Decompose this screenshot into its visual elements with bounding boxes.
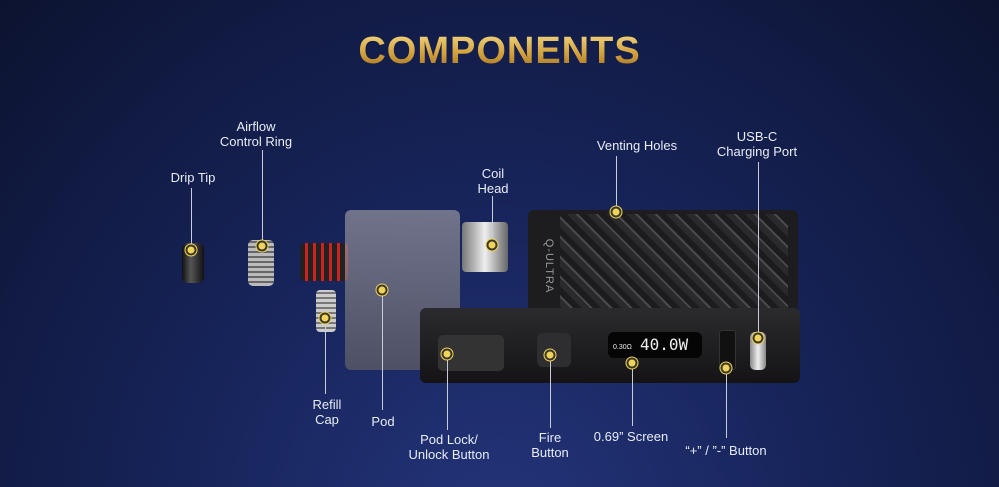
callout-line (447, 354, 448, 430)
screen-ohm: 0.30Ω (613, 344, 632, 351)
label-line: Head (477, 181, 509, 196)
callout-dot (376, 284, 388, 296)
label-plus-minus: “+” / ”-” Button (685, 443, 767, 458)
screen-wattage: 40.0W (640, 335, 689, 354)
coil-head (462, 222, 508, 272)
callout-line (492, 196, 493, 245)
callout-dot (256, 240, 268, 252)
label-line: Unlock Button (408, 447, 490, 462)
callout-dot (544, 349, 556, 361)
label-airflow-ring: Airflow Control Ring (220, 119, 292, 149)
callout-line (382, 290, 383, 410)
label-usb-c: USB-C Charging Port (717, 129, 797, 159)
label-line: Cap (315, 412, 339, 427)
callout-dot (185, 244, 197, 256)
callout-dot (752, 332, 764, 344)
screen: 0.30Ω 40.0W (608, 332, 702, 358)
label-venting-holes: Venting Holes (596, 138, 678, 153)
label-line: USB-C (736, 129, 778, 144)
callout-dot (720, 362, 732, 374)
label-line: Coil (481, 166, 505, 181)
label-screen: 0.69” Screen (593, 429, 669, 444)
callout-line (758, 162, 759, 338)
label-coil-head: Coil Head (477, 166, 508, 196)
label-drip-tip: Drip Tip (170, 170, 216, 185)
callout-dot (441, 348, 453, 360)
callout-line (191, 188, 192, 250)
label-line: Charging Port (716, 144, 798, 159)
fire-button[interactable] (537, 333, 571, 367)
brand-text: Q-ULTRA (543, 238, 556, 294)
label-line: Button (531, 445, 569, 460)
label-line: Refill (312, 397, 342, 412)
callout-dot (486, 239, 498, 251)
callout-line (616, 156, 617, 212)
callout-dot (610, 206, 622, 218)
pod-seal (300, 243, 348, 281)
refill-cap (316, 290, 336, 332)
callout-dot (319, 312, 331, 324)
callout-dot (626, 357, 638, 369)
label-pod-lock: Pod Lock/ Unlock Button (409, 432, 490, 462)
page-title: COMPONENTS (0, 30, 999, 73)
callout-line (325, 318, 326, 394)
callout-line (726, 368, 727, 438)
label-refill-cap: Refill Cap (313, 397, 342, 427)
label-pod: Pod (371, 414, 395, 429)
label-line: Fire (538, 430, 562, 445)
label-fire-button: Fire Button (531, 430, 569, 460)
carbon-fiber-panel (560, 214, 788, 326)
callout-line (262, 150, 263, 246)
label-line: Pod Lock/ (420, 432, 478, 447)
label-line: Control Ring (219, 134, 293, 149)
callout-line (632, 363, 633, 426)
label-line: Airflow (236, 119, 276, 134)
callout-line (550, 355, 551, 428)
